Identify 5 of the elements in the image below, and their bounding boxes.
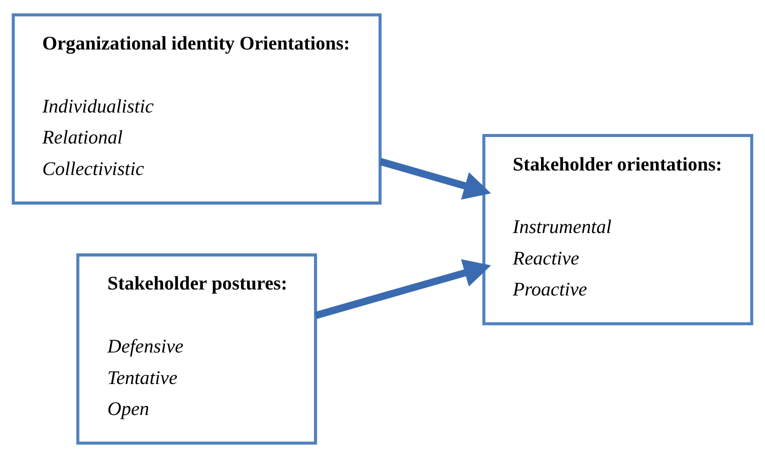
arrow [314, 258, 492, 318]
arrow [379, 158, 492, 200]
node-box: Stakeholder orientations: Instrumental Reactive Proactive [482, 133, 754, 325]
node-box: Organizational identity Orientations: Individualistic Relational Collectivistic [12, 12, 382, 204]
node-box: Stakeholder postures: Defensive Tentative Open [76, 252, 318, 444]
